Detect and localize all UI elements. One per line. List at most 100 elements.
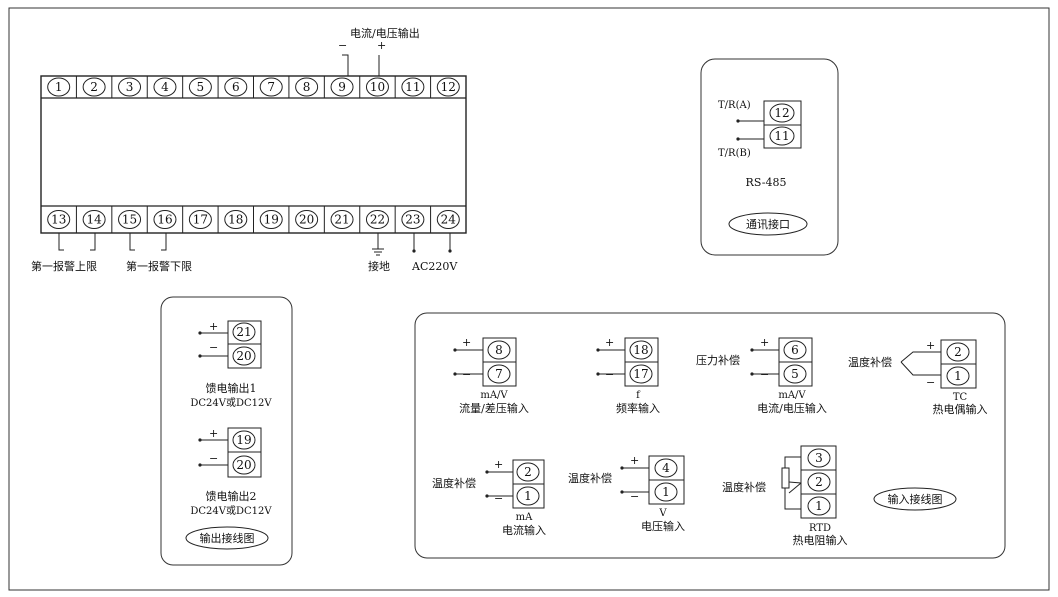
rtd-unit: RTD (809, 523, 831, 534)
top-terminal-2: 2 (90, 80, 98, 94)
bottom-terminal-24: 24 (441, 213, 457, 227)
bottom-terminal-21: 21 (334, 213, 349, 227)
output-panel-frame (160, 296, 293, 566)
bottom-terminal-15: 15 (122, 213, 137, 227)
ma-comp-label: 温度补偿 (432, 476, 476, 490)
input-panel-frame (414, 312, 1006, 559)
flow-name: 流量/差压输入 (459, 401, 529, 415)
v-input: 温度补偿 + − 4 1 V 电压输入 (568, 454, 685, 533)
feed2-name: 馈电输出2 (206, 489, 257, 503)
tc-comp-label: 温度补偿 (848, 355, 892, 369)
ground-label: 接地 (368, 260, 390, 273)
top-terminal-5: 5 (197, 80, 205, 94)
feed2-plus: + (209, 427, 218, 440)
comm-title: 通讯接口 (746, 218, 790, 231)
v-comp-label: 温度补偿 (568, 471, 612, 485)
rtd-terminal-3: 3 (815, 451, 823, 465)
pressure-comp-label: 压力补偿 (696, 353, 740, 367)
feed1-terminal-20: 20 (236, 349, 251, 363)
v-name: 电压输入 (641, 519, 685, 533)
ma-unit: mA (516, 512, 533, 523)
top-terminal-7: 7 (267, 80, 275, 94)
alarm-lower-label: 第一报警下限 (126, 259, 192, 273)
comm-a-label: T/R(A) (718, 100, 751, 111)
rtd-input: 温度补偿 3 2 1 RTD 热电阻输入 (722, 445, 848, 547)
input-panel-title: 输入接线图 (888, 492, 943, 506)
power-label: AC220V (411, 260, 458, 273)
comm-panel-frame (700, 58, 839, 256)
top-terminal-6: 6 (232, 80, 240, 94)
freq-input: + − 18 17 f 频率输入 (596, 336, 660, 415)
ma-input: 温度补偿 + − 2 1 mA 电流输入 (432, 458, 546, 537)
output-wiring-panel: + − 21 20 馈电输出1 DC24V或DC12V + − 19 20 馈电… (160, 296, 293, 566)
ground-symbol (372, 233, 384, 256)
rtd-name: 热电阻输入 (793, 533, 848, 547)
v-terminal-1: 1 (662, 485, 670, 499)
flow-plus: + (462, 336, 471, 349)
ma-minus: − (494, 492, 503, 505)
top-terminal-12: 12 (441, 80, 456, 94)
tc-terminal-2: 2 (954, 345, 962, 359)
tc-minus: − (926, 376, 935, 389)
alarm-lower-lead-16 (161, 233, 167, 251)
bottom-terminal-16: 16 (157, 213, 172, 227)
bottom-terminal-22: 22 (370, 213, 385, 227)
output-panel-title: 输出接线图 (200, 531, 255, 545)
comm-protocol: RS-485 (746, 176, 787, 189)
bottom-terminal-18: 18 (228, 213, 243, 227)
freq-unit: f (636, 390, 641, 401)
feed1-terminal-21: 21 (236, 325, 251, 339)
bottom-terminal-19: 19 (264, 213, 279, 227)
tc-name: 热电偶输入 (933, 402, 988, 416)
pressure-unit: mA/V (778, 390, 806, 401)
comm-b-label: T/R(B) (718, 148, 751, 159)
pressure-terminal-6: 6 (791, 343, 799, 357)
comm-terminal-12: 12 (774, 106, 789, 120)
tc-input: 温度补偿 + − 2 1 TC 热电偶输入 (848, 339, 988, 416)
ma-terminal-1: 1 (524, 489, 532, 503)
rtd-terminal-2: 2 (815, 475, 823, 489)
output-minus-lead (342, 54, 349, 76)
bottom-terminal-20: 20 (299, 213, 314, 227)
comm-terminal-11: 11 (774, 129, 789, 143)
feed1-minus: − (209, 341, 218, 354)
ma-name: 电流输入 (502, 523, 546, 537)
freq-plus: + (605, 336, 614, 349)
input-wiring-panel: + − 8 7 mA/V 流量/差压输入 + − 18 17 f 频 (414, 312, 1006, 559)
flow-input: + − 8 7 mA/V 流量/差压输入 (453, 336, 529, 415)
top-terminal-3: 3 (126, 80, 134, 94)
tc-terminal-1: 1 (954, 369, 962, 383)
flow-terminal-7: 7 (495, 367, 503, 381)
rtd-comp-label: 温度补偿 (722, 480, 766, 494)
freq-terminal-17: 17 (633, 367, 648, 381)
top-terminal-1: 1 (55, 80, 63, 94)
bottom-terminal-14: 14 (86, 213, 102, 227)
tc-unit: TC (953, 392, 968, 403)
output-minus-label: − (338, 39, 347, 52)
output-label: 电流/电压输出 (350, 26, 420, 40)
freq-terminal-18: 18 (633, 343, 648, 357)
pressure-plus: + (760, 336, 769, 349)
top-terminal-8: 8 (303, 80, 311, 94)
bottom-terminal-23: 23 (405, 213, 420, 227)
freq-name: 频率输入 (616, 401, 660, 415)
top-terminal-4: 4 (161, 80, 169, 94)
feed1-name: 馈电输出1 (206, 381, 257, 395)
pressure-name: 电流/电压输入 (757, 401, 827, 415)
outer-frame (8, 7, 1050, 591)
v-minus: − (630, 490, 639, 503)
flow-terminal-8: 8 (495, 343, 503, 357)
rtd-terminal-1: 1 (815, 499, 823, 513)
flow-unit: mA/V (480, 390, 508, 401)
alarm-upper-lead-13 (58, 233, 64, 251)
pressure-terminal-5: 5 (791, 367, 799, 381)
feed2-volt: DC24V或DC12V (190, 505, 272, 517)
feed1-plus: + (209, 320, 218, 333)
bottom-terminal-13: 13 (51, 213, 66, 227)
top-terminal-10: 10 (370, 80, 385, 94)
alarm-upper-lead-14 (90, 233, 96, 251)
alarm-lower-lead-15 (129, 233, 135, 251)
